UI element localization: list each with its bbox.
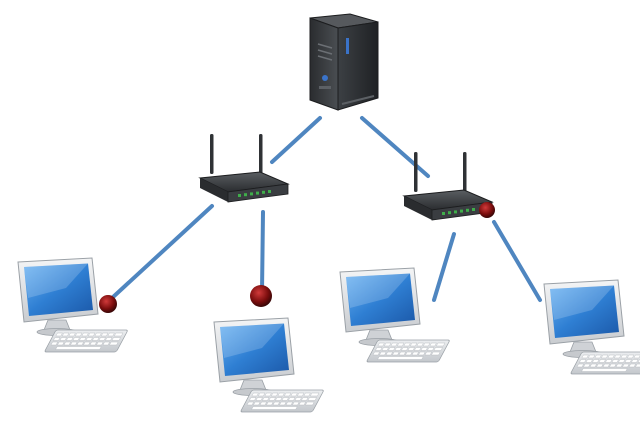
server-badge [346, 38, 349, 54]
link-router-left-pc-2 [260, 210, 265, 294]
pc-4 [543, 279, 640, 375]
connector-pc-2 [250, 285, 272, 307]
pc-2 [213, 317, 325, 413]
link-router-right-pc-3 [432, 232, 456, 302]
link-router-right-pc-4 [492, 220, 542, 302]
server-tower [309, 13, 379, 111]
connector-pc-1 [99, 295, 117, 313]
link-server-router-left [270, 116, 322, 164]
server-power-icon [322, 75, 328, 81]
network-links [110, 116, 542, 302]
link-router-left-pc-1 [110, 204, 214, 300]
router-right [403, 151, 493, 221]
connector-router-right [479, 202, 495, 218]
pc-3 [339, 267, 451, 363]
link-server-router-right [360, 116, 430, 178]
router-left [199, 133, 289, 203]
